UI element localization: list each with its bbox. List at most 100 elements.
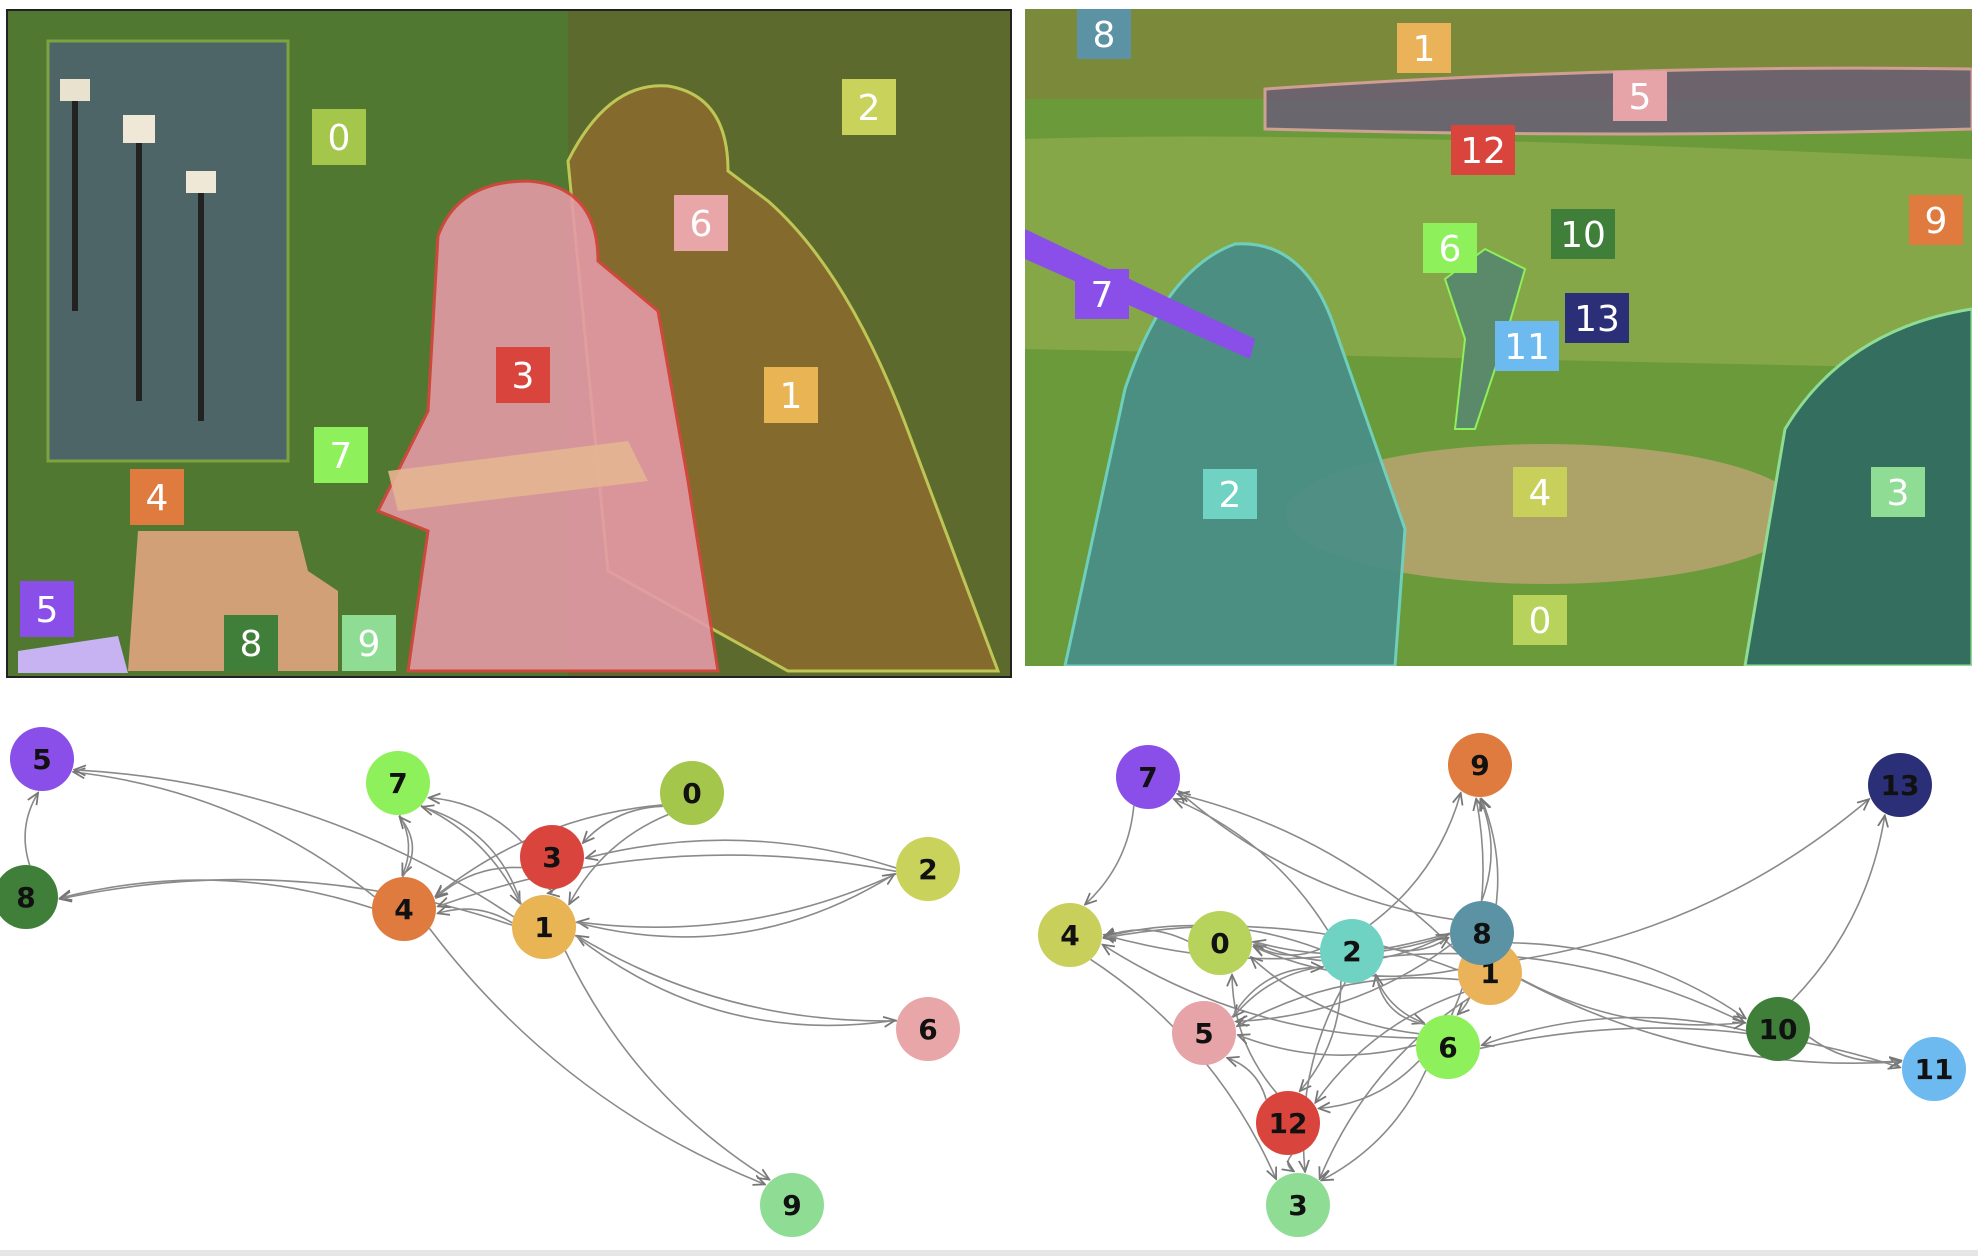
edge-6-to-11 — [1479, 1027, 1900, 1067]
edge-6-to-3 — [1321, 1069, 1427, 1180]
region-label-text: 10 — [1560, 215, 1606, 256]
node-label-9: 9 — [1470, 749, 1489, 782]
edge-4-to-5 — [73, 772, 375, 898]
edge-0-to-3 — [583, 805, 663, 843]
edge-2-to-4 — [438, 854, 897, 906]
region-label-text: 4 — [1529, 473, 1552, 514]
region-label-text: 2 — [858, 88, 881, 129]
node-label-2: 2 — [1342, 935, 1361, 968]
region-label-text: 7 — [1091, 275, 1114, 316]
edge-6-to-4 — [1103, 945, 1418, 1039]
candle-holders — [60, 79, 216, 421]
region-label-box — [1613, 71, 1667, 121]
edge-8-to-7 — [1179, 791, 1454, 921]
node-label-12: 12 — [1269, 1107, 1308, 1140]
node-0 — [660, 761, 724, 825]
node-label-4: 4 — [1060, 919, 1079, 952]
region-label-text: 5 — [36, 590, 59, 631]
region-label-box — [1495, 321, 1559, 371]
node-8 — [1450, 901, 1514, 965]
catcher-region — [1743, 307, 1972, 666]
node-label-3: 3 — [542, 841, 561, 874]
edge-12-to-3 — [1288, 1154, 1294, 1171]
node-label-1: 1 — [1480, 957, 1499, 990]
edge-7-to-4 — [1085, 805, 1135, 905]
region-label-box — [1397, 23, 1451, 73]
edge-6-to-12 — [1319, 1060, 1420, 1109]
edge-6-to-5 — [1238, 1035, 1417, 1056]
node-6 — [896, 997, 960, 1061]
region-label-text: 9 — [1925, 201, 1948, 242]
node-9 — [760, 1173, 824, 1237]
edge-3-to-1 — [548, 889, 552, 893]
edge-4-to-9 — [428, 927, 765, 1184]
node-7 — [1116, 745, 1180, 809]
edge-1-to-10 — [1521, 978, 1744, 1025]
node-11 — [1902, 1037, 1966, 1101]
region-label-box — [1909, 195, 1963, 245]
node-label-8: 8 — [1472, 917, 1491, 950]
region-label-box — [1203, 469, 1257, 519]
node-label-1: 1 — [534, 911, 553, 944]
edge-8-to-10 — [1512, 942, 1745, 1019]
region-label-box — [20, 581, 74, 637]
edge-10-to-6 — [1482, 1016, 1747, 1045]
batter-region — [1063, 242, 1407, 666]
node-5 — [10, 727, 74, 791]
node-3 — [1266, 1173, 1330, 1237]
node-label-5: 5 — [32, 743, 51, 776]
edge-4-to-7 — [400, 817, 414, 878]
edge-6-to-2 — [1376, 975, 1426, 1026]
node-7 — [366, 751, 430, 815]
region-label-text: 11 — [1504, 327, 1550, 368]
region-label-box — [1551, 209, 1615, 259]
region-label-box — [1451, 125, 1515, 175]
node-10 — [1746, 997, 1810, 1061]
edge-7-to-1 — [420, 804, 520, 903]
node-6 — [1416, 1015, 1480, 1079]
node-label-10: 10 — [1759, 1013, 1798, 1046]
region-label-text: 0 — [328, 118, 351, 159]
node-label-8: 8 — [16, 881, 35, 914]
edge-12-to-5 — [1227, 1058, 1267, 1100]
edge-1-to-5 — [1237, 977, 1459, 1026]
region-label-box — [314, 427, 368, 483]
bottom-divider — [0, 1250, 1978, 1256]
edge-3-to-7 — [429, 798, 524, 844]
region-label-box — [1513, 467, 1567, 517]
bride-region — [375, 179, 720, 673]
pitcher-region — [1443, 247, 1527, 430]
edge-8-to-4 — [1104, 933, 1451, 960]
node-1 — [512, 895, 576, 959]
bat-region — [1025, 229, 1255, 359]
region-label-text: 13 — [1574, 299, 1620, 340]
node-label-3: 3 — [1288, 1189, 1307, 1222]
node-2 — [1320, 919, 1384, 983]
node-label-5: 5 — [1194, 1017, 1213, 1050]
edge-1-to-7 — [422, 807, 522, 905]
region-label-box — [342, 615, 396, 671]
node-5 — [1172, 1001, 1236, 1065]
node-label-9: 9 — [782, 1189, 801, 1222]
node-label-0: 0 — [1210, 927, 1229, 960]
region-label-box — [130, 469, 184, 525]
region-label-box — [224, 615, 278, 671]
region-label-box — [842, 79, 896, 135]
region-label-text: 7 — [330, 436, 353, 477]
edge-10-to-11 — [1808, 1036, 1901, 1062]
edge-2-to-9 — [1369, 793, 1461, 926]
region-label-text: 0 — [1529, 601, 1552, 642]
edge-10-to-13 — [1791, 815, 1884, 1001]
node-label-13: 13 — [1881, 769, 1920, 802]
node-label-4: 4 — [394, 893, 413, 926]
edge-1-to-4 — [438, 909, 513, 924]
node-4 — [1038, 903, 1102, 967]
region-label-box — [312, 109, 366, 165]
edge-5-to-2 — [1231, 967, 1322, 1018]
region-label-box — [1513, 595, 1567, 645]
